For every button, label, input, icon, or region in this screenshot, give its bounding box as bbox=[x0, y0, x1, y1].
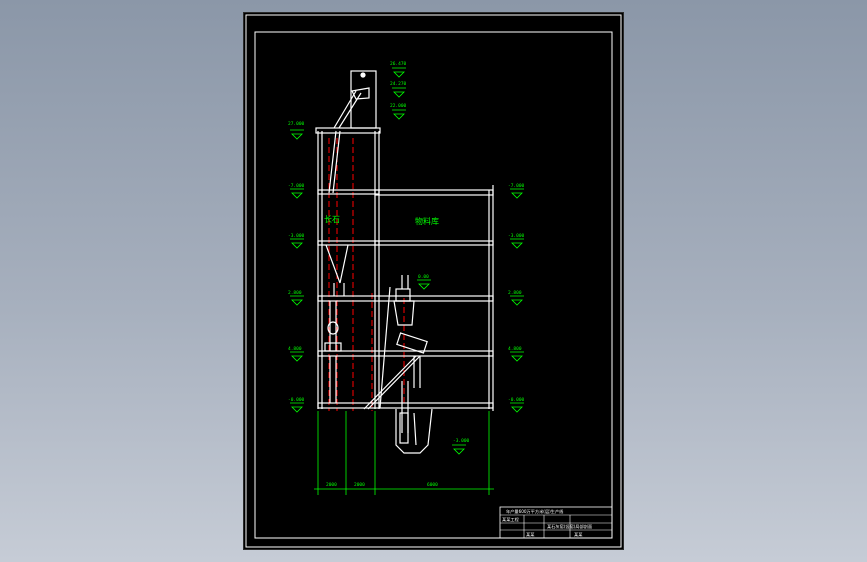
elev-inner: 0.00 bbox=[418, 274, 429, 280]
elev-right-1: -3.000 bbox=[508, 233, 525, 239]
basement-pit bbox=[395, 408, 433, 454]
tower-roof bbox=[315, 127, 381, 134]
elev-right-3: 4.800 bbox=[508, 346, 522, 352]
floor-2-8m bbox=[317, 295, 494, 302]
elev-top-1: 24.270 bbox=[390, 81, 407, 87]
title-block-line5: 某某 bbox=[574, 532, 583, 538]
elev-right-4: -0.000 bbox=[508, 397, 525, 403]
drawing-sheet: 27.000 -7.000 -3.000 2.800 4.800 -0.000 … bbox=[244, 13, 623, 549]
elev-left-2: -3.000 bbox=[288, 233, 305, 239]
floor-4-8m bbox=[317, 350, 494, 357]
elev-right-0: -7.000 bbox=[508, 183, 525, 189]
inner-frame bbox=[254, 31, 613, 539]
elev-left-5: -0.000 bbox=[288, 397, 305, 403]
elev-left-0: 27.000 bbox=[288, 121, 305, 127]
dim-2: 6000 bbox=[427, 482, 438, 488]
floor-0m bbox=[317, 402, 494, 409]
hopper bbox=[395, 288, 411, 302]
title-block-line3: 某石灰窑(竖窑)局部剖面 bbox=[547, 523, 592, 530]
room-label-right: 物料库 bbox=[415, 216, 439, 226]
elevation-labels: 27.000 -7.000 -3.000 2.800 4.800 -0.000 … bbox=[288, 61, 525, 488]
room-label-left: 长石 bbox=[324, 214, 340, 224]
dim-0: 2000 bbox=[326, 482, 337, 488]
elevator-head bbox=[350, 70, 377, 129]
title-block: 年产量600万平方米(层)生产线 某某工程 某石灰窑(竖窑)局部剖面 某某 某某 bbox=[499, 506, 613, 539]
centerlines bbox=[328, 138, 405, 411]
elev-top-2: 22.000 bbox=[390, 103, 407, 109]
building-structure bbox=[315, 70, 494, 454]
elev-pit: -3.000 bbox=[453, 438, 470, 444]
elev-top-0: 26.470 bbox=[390, 61, 407, 67]
floor-3m bbox=[374, 240, 494, 246]
elev-left-1: -7.000 bbox=[288, 183, 305, 189]
title-block-line4: 某某 bbox=[526, 532, 535, 538]
elev-right-2: 2.800 bbox=[508, 290, 522, 296]
elev-left-4: 4.800 bbox=[288, 346, 302, 352]
vibrating-screen bbox=[396, 332, 428, 354]
title-block-line2: 某某工程 bbox=[502, 516, 520, 523]
dim-1: 2000 bbox=[354, 482, 365, 488]
outer-frame bbox=[245, 14, 622, 548]
section-drawing: 27.000 -7.000 -3.000 2.800 4.800 -0.000 … bbox=[245, 14, 622, 548]
title-block-title: 年产量600万平方米(层)生产线 bbox=[506, 508, 564, 515]
elev-left-3: 2.800 bbox=[288, 290, 302, 296]
floor-7m bbox=[374, 189, 494, 196]
dimension-lines bbox=[290, 67, 524, 495]
